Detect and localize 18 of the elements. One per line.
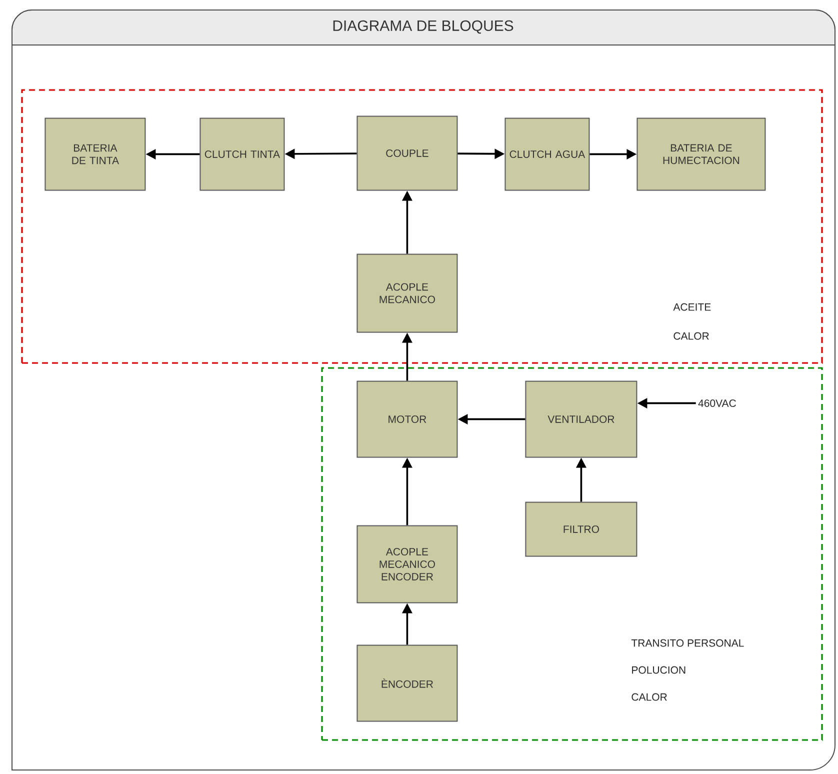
region-note: TRANSITO PERSONAL: [631, 639, 744, 647]
region-note: ACEITE: [673, 303, 711, 311]
region-note: POLUCION: [632, 666, 686, 674]
block-box: BATERIA DE HUMECTACION: [636, 118, 766, 191]
region-note: CALOR: [674, 332, 709, 340]
block-box: MOTOR: [356, 380, 458, 458]
block-box: VENTILADOR: [525, 380, 638, 458]
title: DIAGRAMA DE BLOQUES: [333, 20, 514, 34]
block-box: COUPLE: [356, 116, 458, 191]
block-box: ACOPLE MECANICO: [356, 254, 458, 333]
block-box: CLUTCH TINTA: [200, 118, 285, 191]
block-box: BATERIA DE TINTA: [44, 118, 146, 191]
block-box: FILTRO: [525, 502, 638, 557]
block-box: CLUTCH AGUA: [504, 118, 590, 191]
block-box: ACOPLE MECANICO ENCODER: [356, 525, 458, 604]
region-note: CALOR: [632, 693, 667, 701]
voltage-label: 460VAC: [698, 400, 736, 407]
block-box: ÈNCODER: [356, 644, 458, 722]
